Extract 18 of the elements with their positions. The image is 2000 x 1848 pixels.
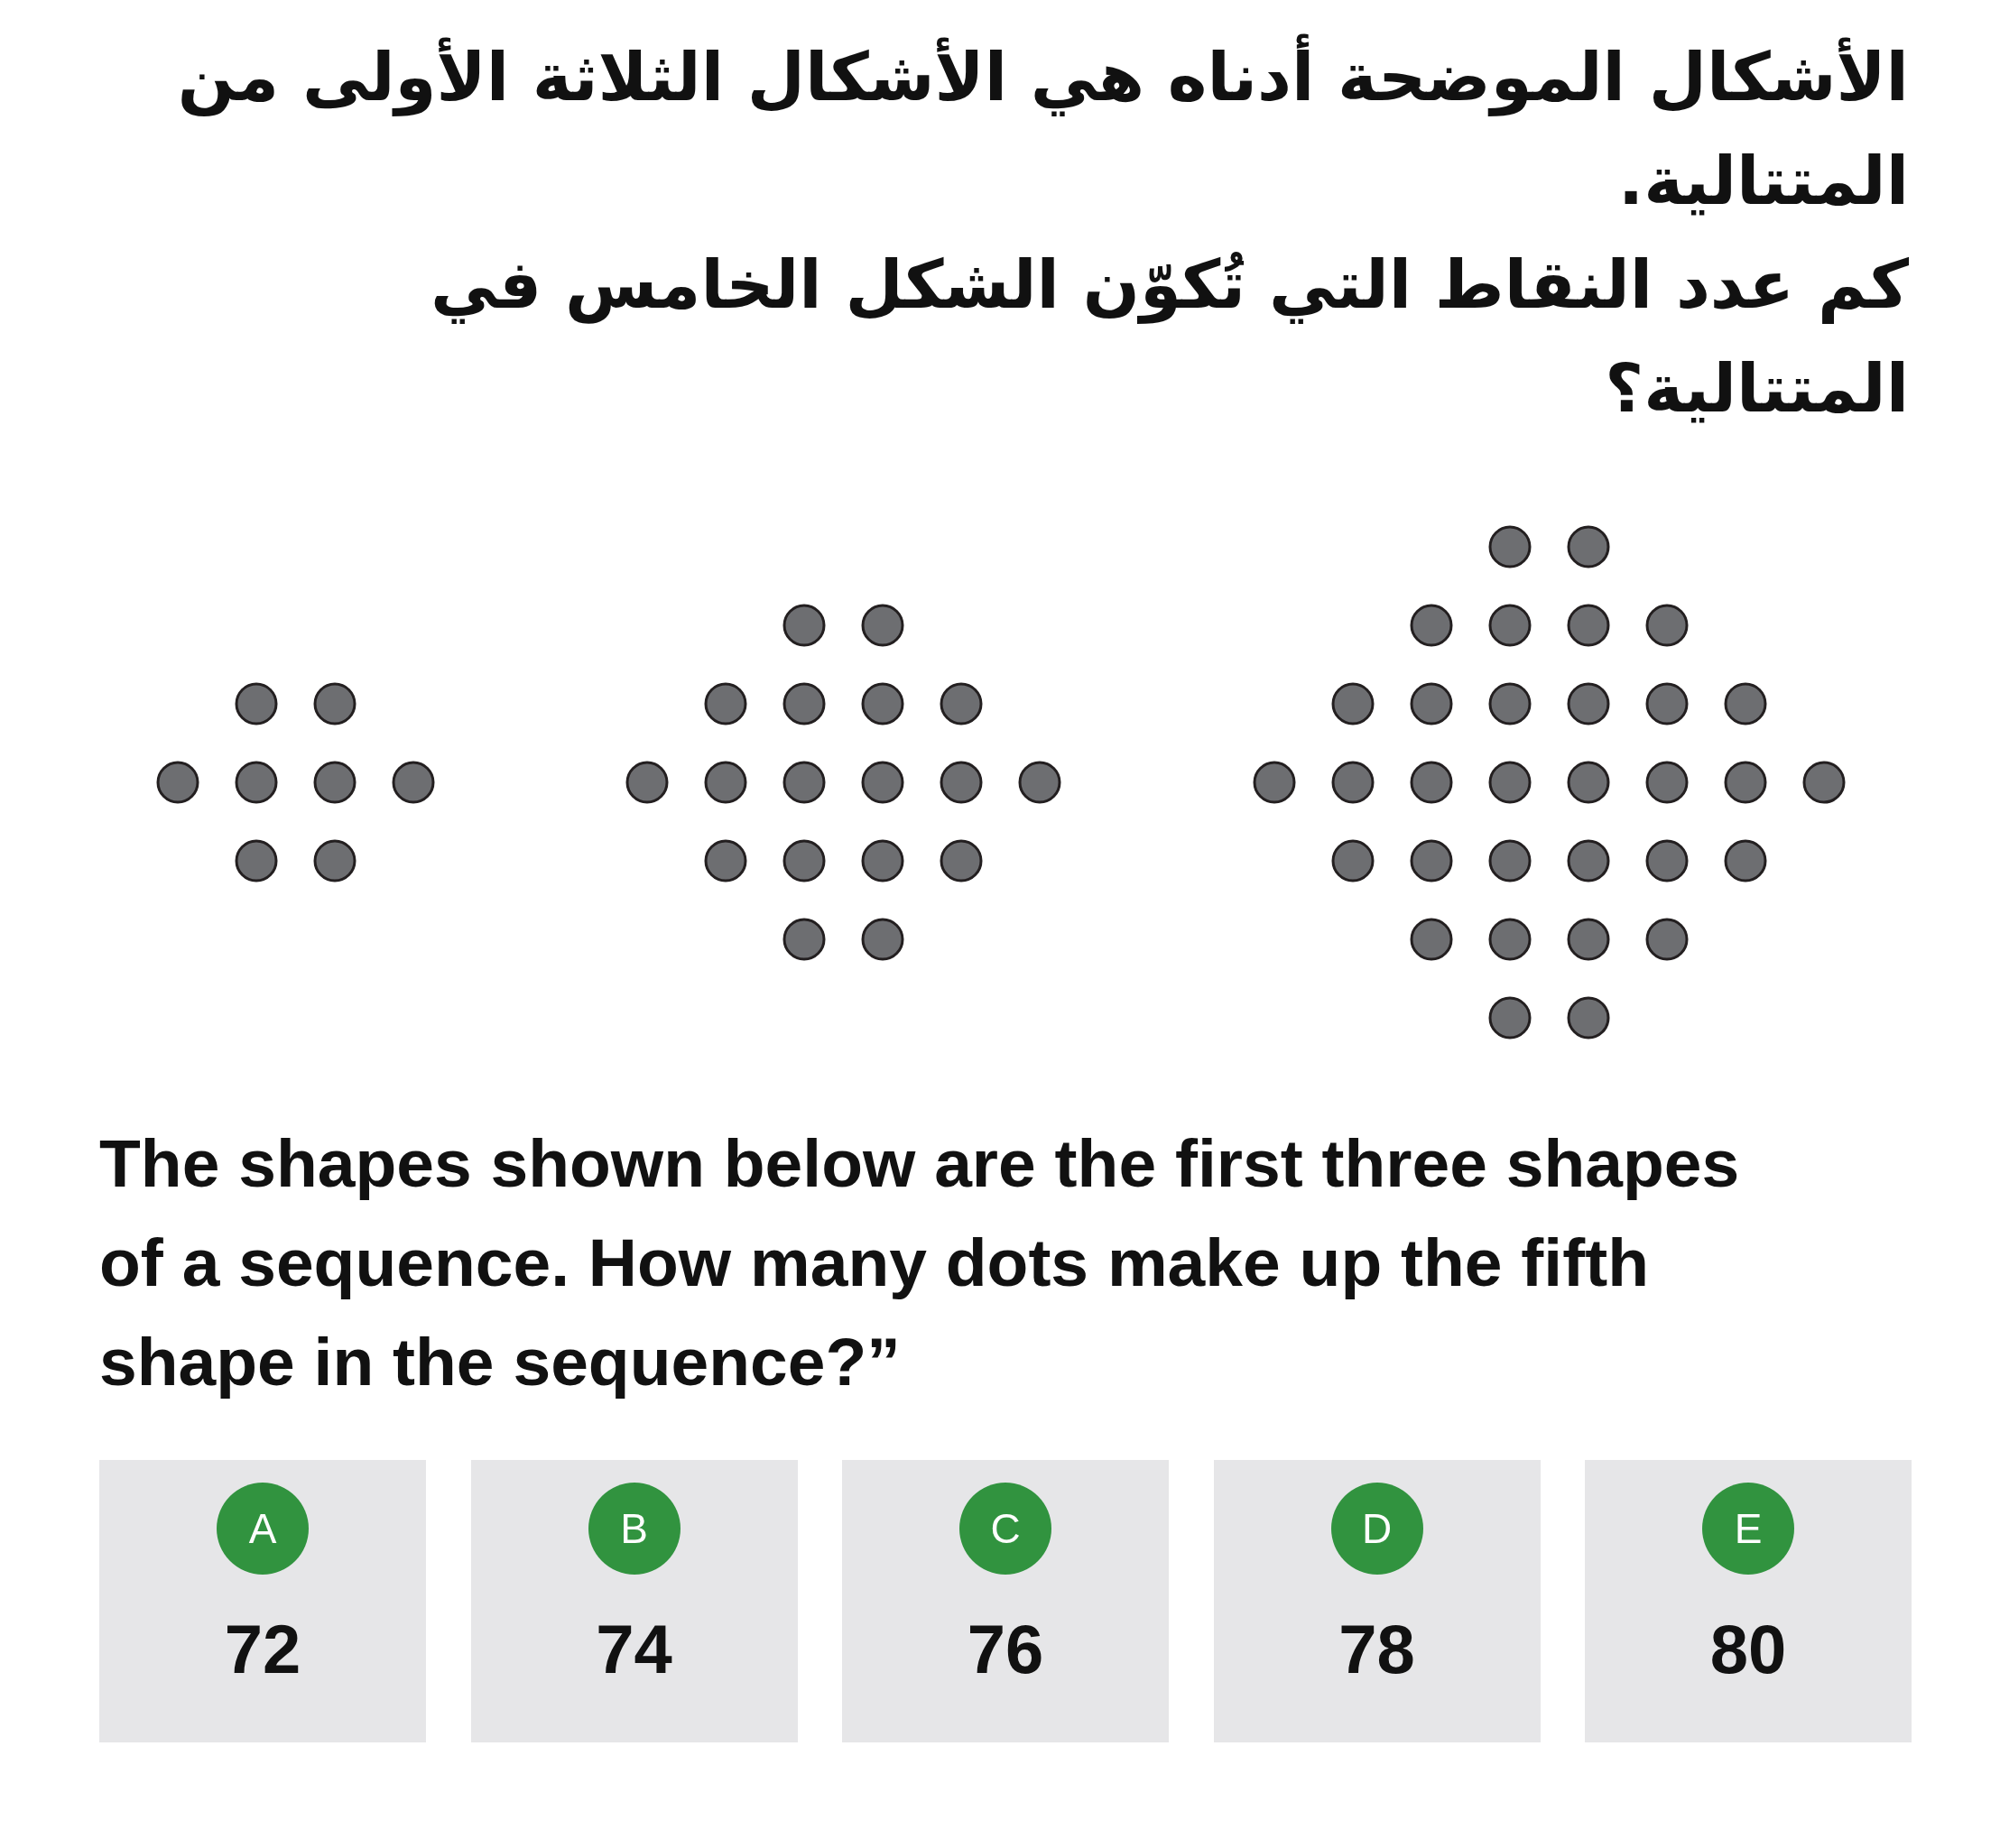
answer-option: [99, 1460, 426, 1742]
option-value: 76: [967, 1613, 1044, 1686]
option-value: 74: [596, 1613, 672, 1686]
answer-option: [842, 1460, 1169, 1742]
option-letter: C: [959, 1483, 1051, 1575]
option-value: 72: [224, 1613, 301, 1686]
answer-option: [1213, 1460, 1541, 1742]
option-letter: D: [1330, 1483, 1423, 1575]
option-letter: B: [588, 1483, 681, 1575]
question-text: The shapes shown below are the first three shapes of a sequence. How many dots make up the fifth shape in the sequence?”: [99, 1124, 1741, 1401]
answer-option: [1585, 1460, 1912, 1742]
answer-option: [470, 1460, 798, 1742]
option-letter: A: [217, 1483, 309, 1575]
question-text: كم عدد النقاط التي تُكوّن الشكل الخامس في المتتالية؟: [429, 245, 1909, 429]
question-text: الأشكال الموضحة أدناه هي الأشكال الثلاثة الأولى من المتتالية.: [95, 25, 1909, 233]
option-value: 80: [1709, 1613, 1787, 1686]
option-value: 78: [1338, 1613, 1415, 1686]
option-letter: E: [1702, 1483, 1794, 1575]
